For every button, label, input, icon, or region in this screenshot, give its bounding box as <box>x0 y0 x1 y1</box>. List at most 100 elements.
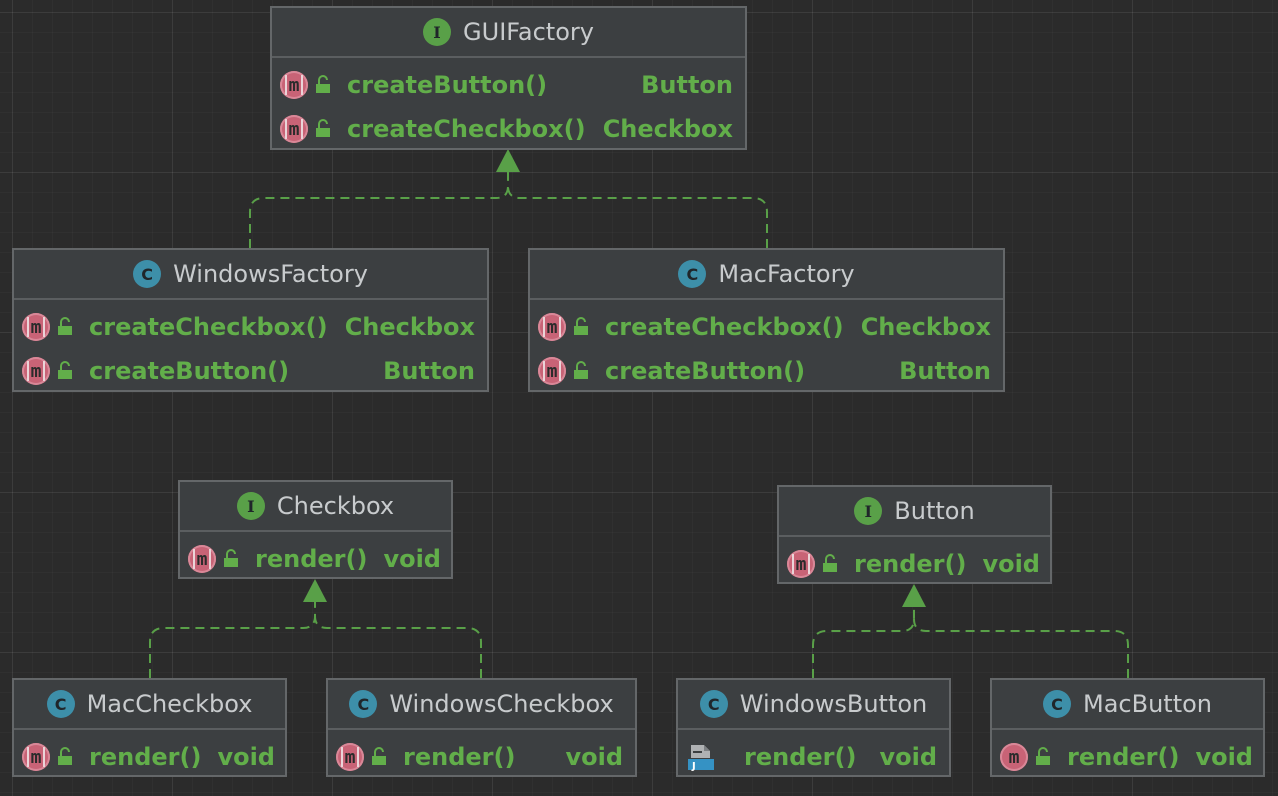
class-icon: C <box>46 690 75 718</box>
relation-mac-checkbox-implements-checkbox[interactable] <box>149 602 316 678</box>
member-row[interactable]: m createButton() Button <box>14 349 487 393</box>
relation-mac-factory-implements-gui-factory[interactable] <box>507 185 768 248</box>
member-list: m createButton() Button m createCheckbox… <box>272 58 745 153</box>
member-name: render() <box>1067 743 1180 771</box>
node-windows-button[interactable]: C WindowsButton J render() void <box>676 678 951 777</box>
member-row[interactable]: m createButton() Button <box>530 349 1003 393</box>
member-type: Checkbox <box>860 313 991 341</box>
node-header: I Checkbox <box>180 482 451 532</box>
public-access-icon <box>58 361 72 379</box>
member-row[interactable]: m render() void <box>328 735 635 779</box>
member-row[interactable]: m createCheckbox() Checkbox <box>272 107 745 151</box>
abstract-method-icon: m <box>538 313 566 341</box>
interface-icon: I <box>236 492 265 520</box>
member-row[interactable]: m render() void <box>992 735 1263 779</box>
node-header: C WindowsFactory <box>14 250 487 300</box>
public-access-icon <box>58 317 72 335</box>
node-name: WindowsFactory <box>173 260 368 288</box>
member-name: render() <box>255 545 368 573</box>
node-mac-button[interactable]: C MacButton m render() void <box>990 678 1265 777</box>
abstract-method-icon: m <box>787 550 815 578</box>
node-name: Checkbox <box>276 492 395 520</box>
class-icon: C <box>349 690 378 718</box>
member-name: render() <box>854 550 967 578</box>
class-icon: C <box>133 260 162 288</box>
class-icon: C <box>699 690 728 718</box>
member-row[interactable]: m render() void <box>180 537 451 581</box>
node-header: C MacButton <box>992 680 1263 730</box>
node-name: WindowsButton <box>739 690 928 718</box>
public-access-icon <box>316 119 330 137</box>
node-name: MacCheckbox <box>86 690 253 718</box>
member-type: void <box>879 743 937 771</box>
node-header: C WindowsCheckbox <box>328 680 635 730</box>
relation-windows-button-implements-button[interactable] <box>812 607 915 678</box>
relation-mac-button-implements-button[interactable] <box>913 618 1129 678</box>
member-row[interactable]: m createButton() Button <box>272 63 745 107</box>
node-name: GUIFactory <box>463 18 594 46</box>
node-header: C WindowsButton <box>678 680 949 730</box>
interface-icon: I <box>423 18 452 46</box>
node-header: C MacCheckbox <box>14 680 285 730</box>
member-name: createButton() <box>89 357 290 385</box>
abstract-method-icon: m <box>336 743 364 771</box>
node-checkbox[interactable]: I Checkbox m render() void <box>178 480 453 579</box>
abstract-method-icon: m <box>538 357 566 385</box>
node-name: MacFactory <box>718 260 855 288</box>
member-name: render() <box>744 743 857 771</box>
class-icon: C <box>1043 690 1071 718</box>
member-type: Button <box>383 357 475 385</box>
member-name: render() <box>89 743 202 771</box>
member-list: J render() void <box>678 730 949 781</box>
node-mac-checkbox[interactable]: C MacCheckbox m render() void <box>12 678 287 777</box>
relation-windows-factory-implements-gui-factory[interactable] <box>249 172 509 248</box>
abstract-method-icon: m <box>188 545 216 573</box>
member-row[interactable]: J render() void <box>678 735 949 779</box>
public-access-icon <box>574 361 588 379</box>
member-list: m createCheckbox() Checkbox m createButt… <box>530 300 1003 395</box>
node-windows-checkbox[interactable]: C WindowsCheckbox m render() void <box>326 678 637 777</box>
public-access-icon <box>372 747 386 765</box>
member-type: void <box>217 743 275 771</box>
public-access-icon <box>823 554 837 572</box>
member-name: createCheckbox() <box>605 313 844 341</box>
abstract-method-icon: m <box>280 115 308 143</box>
member-list: m render() void <box>180 532 451 583</box>
public-access-icon <box>58 747 72 765</box>
node-header: I Button <box>779 487 1050 537</box>
node-button[interactable]: I Button m render() void <box>777 485 1052 584</box>
member-type: void <box>565 743 623 771</box>
member-type: void <box>383 545 441 573</box>
member-name: render() <box>403 743 516 771</box>
public-access-icon <box>224 549 238 567</box>
relation-windows-checkbox-implements-checkbox[interactable] <box>314 615 482 678</box>
node-gui-factory[interactable]: I GUIFactory m createButton() Button m <box>270 6 747 150</box>
member-type: Checkbox <box>344 313 475 341</box>
public-access-icon <box>1036 747 1050 765</box>
class-icon: C <box>678 260 707 288</box>
node-name: MacButton <box>1083 690 1212 718</box>
member-name: createButton() <box>605 357 806 385</box>
node-name: WindowsCheckbox <box>389 690 614 718</box>
member-row[interactable]: m render() void <box>14 735 285 779</box>
node-name: Button <box>894 497 975 525</box>
member-type: Button <box>899 357 991 385</box>
member-list: m createCheckbox() Checkbox m createButt… <box>14 300 487 395</box>
abstract-method-icon: m <box>22 357 50 385</box>
member-type: void <box>1195 743 1253 771</box>
node-windows-factory[interactable]: C WindowsFactory m createCheckbox() Chec… <box>12 248 489 392</box>
member-name: createCheckbox() <box>89 313 328 341</box>
member-name: createCheckbox() <box>347 115 586 143</box>
svg-text:J: J <box>691 761 696 772</box>
member-row[interactable]: m render() void <box>779 542 1050 586</box>
node-mac-factory[interactable]: C MacFactory m createCheckbox() Checkbox… <box>528 248 1005 392</box>
member-type: Button <box>641 71 733 99</box>
member-list: m render() void <box>779 537 1050 588</box>
member-row[interactable]: m createCheckbox() Checkbox <box>14 305 487 349</box>
member-row[interactable]: m createCheckbox() Checkbox <box>530 305 1003 349</box>
method-icon: m <box>1000 743 1028 771</box>
member-type: void <box>982 550 1040 578</box>
public-access-icon <box>574 317 588 335</box>
abstract-method-icon: m <box>22 313 50 341</box>
abstract-method-icon: m <box>22 743 50 771</box>
